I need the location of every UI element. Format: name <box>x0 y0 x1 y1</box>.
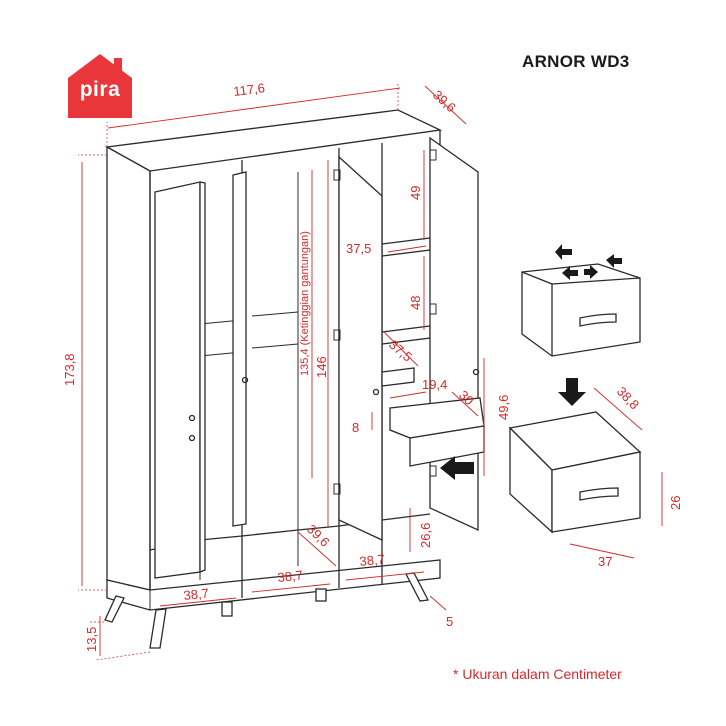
dim-top-shelf-height: 49 <box>408 186 423 200</box>
dimension-lines <box>78 84 485 661</box>
dim-bottom-width-mid: 38,7 <box>277 567 304 585</box>
dim-box-height: 26 <box>668 496 683 510</box>
dim-shelf-width: 37,5 <box>346 241 371 256</box>
dim-drawer-height: 8 <box>352 420 359 435</box>
dim-leg-height: 13,5 <box>84 627 99 652</box>
dim-total-width: 117,6 <box>233 80 266 99</box>
dim-leg-inset: 5 <box>446 614 453 629</box>
house-logo-icon <box>68 54 132 118</box>
dim-drawer-gap: 19,4 <box>422 377 447 392</box>
dim-bottom-width-right: 38,7 <box>359 551 386 569</box>
dim-bottom-compartment-height: 26,6 <box>418 523 433 548</box>
dim-total-height: 173,8 <box>62 353 77 386</box>
dim-mid-shelf-height: 48 <box>408 296 423 310</box>
dim-box-depth: 38,8 <box>614 384 642 413</box>
dim-box-width: 37 <box>598 554 612 569</box>
dim-inner-height: 146 <box>314 356 329 378</box>
brand-logo: pira <box>64 52 136 120</box>
storage-box-open <box>521 244 641 406</box>
product-model-title: ARNOR WD3 <box>522 52 630 71</box>
storage-box-closed <box>508 387 663 559</box>
dim-hanging-height: 135,4 (Ketinggian gantungan) <box>299 231 311 376</box>
brand-logo-text: pira <box>79 78 121 101</box>
wardrobe-outline <box>104 109 485 649</box>
units-note: * Ukuran dalam Centimeter <box>453 666 622 682</box>
dim-depth: 39,6 <box>430 87 459 115</box>
dim-bottom-width-left: 38,7 <box>183 585 210 603</box>
dim-section-height: 49,6 <box>496 395 511 420</box>
